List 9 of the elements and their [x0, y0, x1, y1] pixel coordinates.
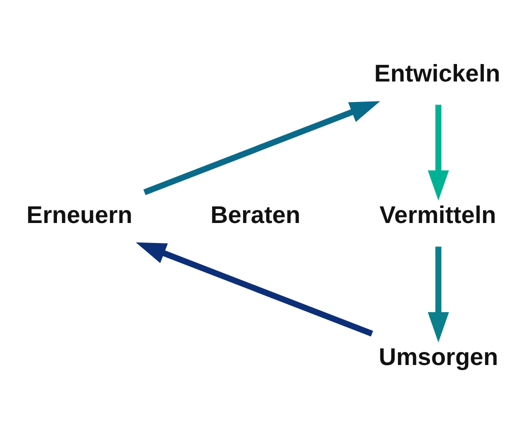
node-text: Beraten [210, 202, 300, 230]
arrow [143, 101, 380, 196]
node-text: Erneuern [26, 202, 132, 230]
arrow [136, 242, 374, 336]
node-text: Vermitteln [380, 202, 496, 230]
node-text: Entwickeln [374, 60, 500, 88]
arrow [428, 104, 449, 201]
arrow [428, 246, 449, 342]
node-text: Umsorgen [378, 344, 498, 372]
